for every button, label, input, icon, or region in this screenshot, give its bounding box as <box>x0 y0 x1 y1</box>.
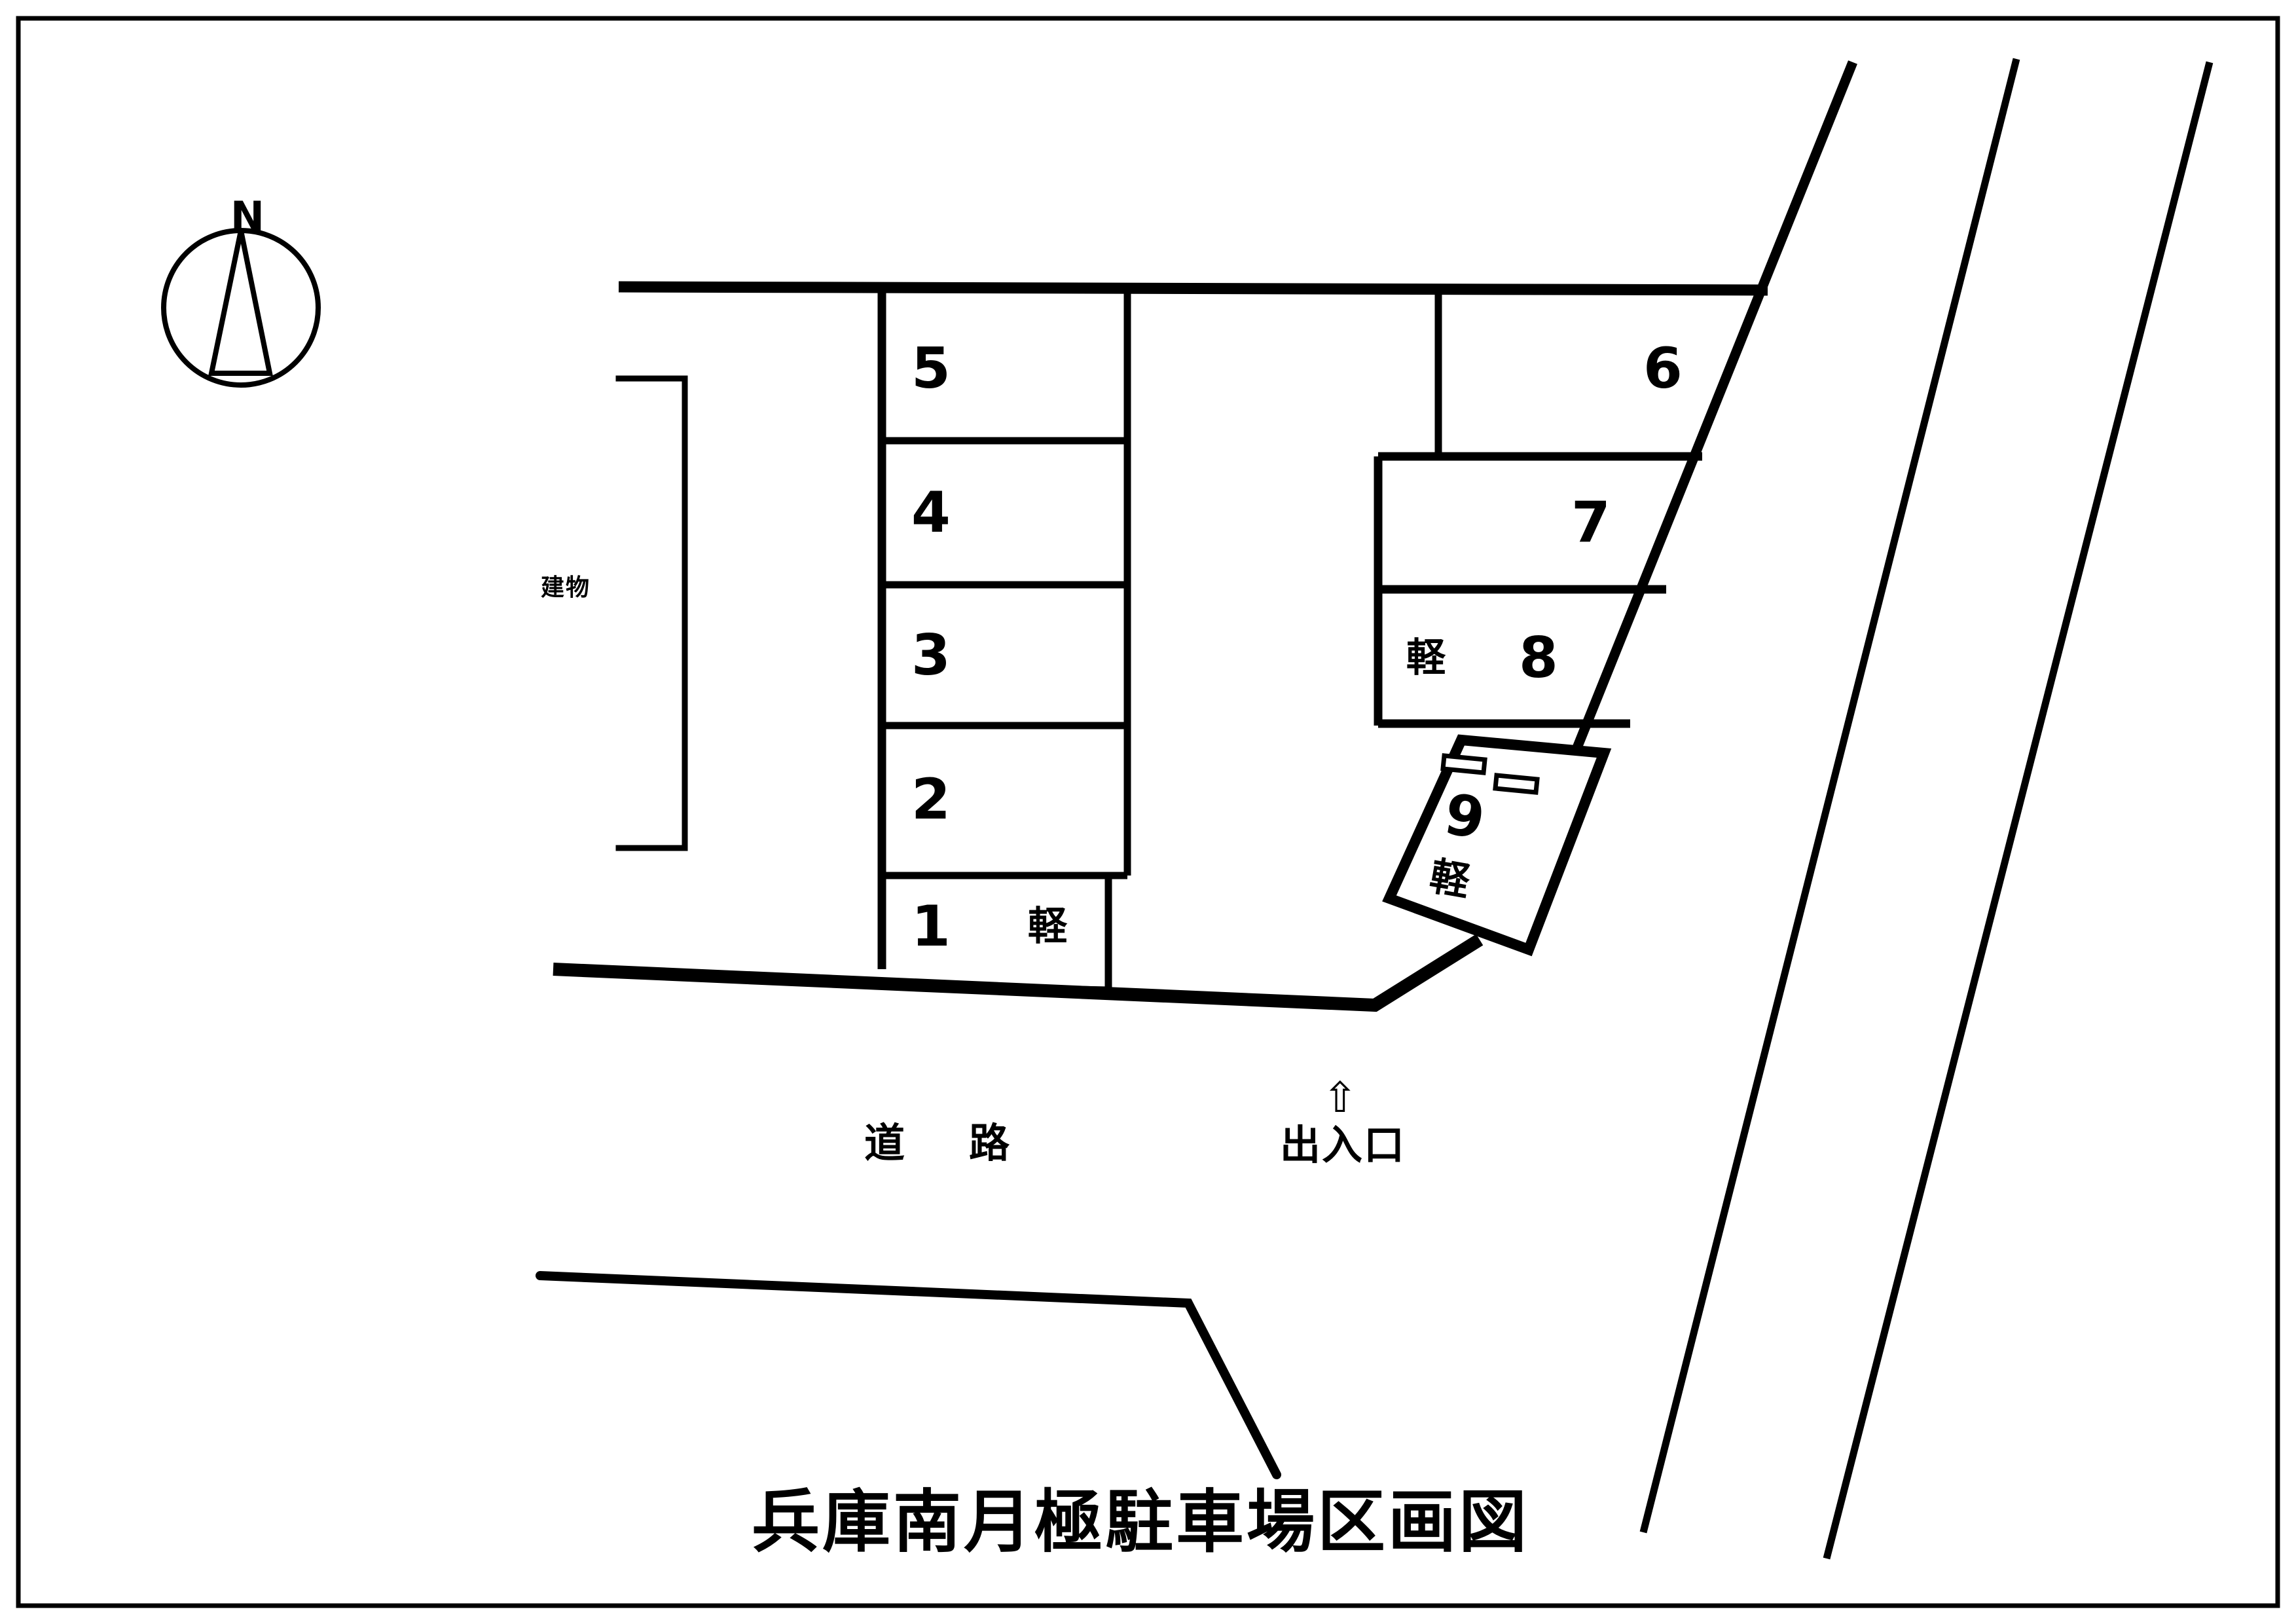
right-road-edge-near <box>1823 61 2214 1560</box>
stall-3-number[interactable]: 3 <box>911 623 951 688</box>
building-outline <box>615 375 688 851</box>
stall-9-outline <box>1382 734 1612 957</box>
stall-9-kei-label: 軽 <box>1426 853 1473 906</box>
stall-1-kei-label: 軽 <box>1028 904 1067 950</box>
stall-7-number[interactable]: 7 <box>1571 490 1611 555</box>
compass-icon <box>161 228 321 388</box>
stall-4-number[interactable]: 4 <box>911 480 951 545</box>
lot-top-boundary <box>618 281 1768 296</box>
stall-9-mark-right-icon <box>1493 773 1540 795</box>
page-border <box>16 16 2280 1608</box>
gate-arrow-icon: ⇧ <box>1322 1074 1358 1122</box>
lot-bottom-boundary <box>553 934 1484 1012</box>
lower-road-edge <box>536 1271 1281 1479</box>
stall-8-number[interactable]: 8 <box>1519 625 1558 691</box>
road-label: 道 路 <box>864 1119 1022 1167</box>
stall-2-number[interactable]: 2 <box>911 767 951 832</box>
page-title: 兵庫南月極駐車場区画図 <box>752 1482 1530 1562</box>
stall-6-number[interactable]: 6 <box>1643 336 1683 401</box>
stall-9-mark-left-icon <box>1440 753 1487 775</box>
gate-label: 出入口 <box>1280 1121 1406 1169</box>
right-road-edge-far <box>1639 58 2020 1534</box>
building-label: 建物 <box>541 574 591 601</box>
stall-8-kei-label: 軽 <box>1406 635 1446 681</box>
compass-north-label: N <box>230 193 264 240</box>
stall-1-number[interactable]: 1 <box>911 894 951 959</box>
stall-5-number[interactable]: 5 <box>911 336 951 401</box>
